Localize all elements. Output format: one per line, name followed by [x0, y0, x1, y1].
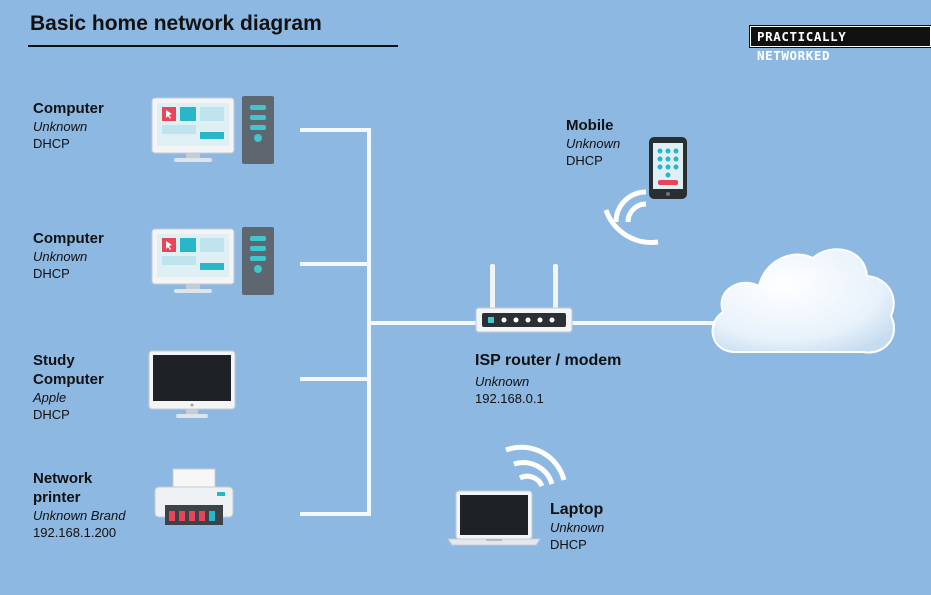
- router-ip: 192.168.0.1: [475, 391, 544, 406]
- study-computer-brand: Apple: [33, 390, 67, 405]
- wire-printer: [300, 512, 371, 516]
- printer-icon[interactable]: [153, 467, 235, 527]
- brand-logo: PRACTICALLY NETWORKED: [749, 25, 931, 63]
- desktop-icon[interactable]: [150, 96, 278, 166]
- cloud-icon: [711, 248, 896, 354]
- wire-study: [300, 377, 371, 381]
- laptop-icon[interactable]: [447, 490, 541, 546]
- computer1-brand: Unknown: [33, 119, 88, 134]
- wire-router: [367, 321, 477, 325]
- computer2-name: Computer: [33, 230, 104, 247]
- laptop-label: Laptop Unknown DHCP: [550, 500, 604, 553]
- laptop-name: Laptop: [550, 501, 604, 518]
- monitor-icon[interactable]: [148, 350, 236, 420]
- study-computer-label: Study Computer Apple DHCP: [33, 351, 104, 423]
- router-icon[interactable]: [474, 262, 574, 334]
- wire-computer2: [300, 262, 371, 266]
- computer2-brand: Unknown: [33, 249, 88, 264]
- study-computer-name-line1: Study: [33, 352, 75, 369]
- wifi-icon: [603, 189, 659, 245]
- mobile-name: Mobile: [566, 117, 614, 134]
- wire-computer1: [300, 128, 371, 132]
- router-name: ISP router / modem: [475, 352, 622, 369]
- study-computer-name-line2: Computer: [33, 371, 104, 388]
- printer-name-line2: printer: [33, 489, 81, 506]
- mobile-ip: DHCP: [566, 153, 603, 168]
- laptop-brand: Unknown: [550, 520, 605, 535]
- printer-label: Network printer Unknown Brand 192.168.1.…: [33, 469, 126, 541]
- printer-ip: 192.168.1.200: [33, 525, 117, 540]
- phone-icon[interactable]: [648, 136, 688, 200]
- mobile-brand: Unknown: [566, 136, 621, 151]
- router-brand: Unknown: [475, 374, 530, 389]
- study-computer-ip: DHCP: [33, 407, 70, 422]
- page-title: Basic home network diagram: [30, 12, 322, 35]
- wire-cloud: [572, 321, 722, 325]
- computer1-name: Computer: [33, 100, 104, 117]
- printer-name-line1: Network: [33, 470, 93, 487]
- router-label: ISP router / modem Unknown 192.168.0.1: [475, 351, 621, 407]
- desktop-icon[interactable]: [150, 227, 278, 297]
- mobile-label: Mobile Unknown DHCP: [566, 116, 620, 169]
- computer1-ip: DHCP: [33, 136, 70, 151]
- wifi-icon: [505, 444, 567, 488]
- computer2-ip: DHCP: [33, 266, 70, 281]
- computer1-label: Computer Unknown DHCP: [33, 99, 104, 152]
- laptop-ip: DHCP: [550, 537, 587, 552]
- computer2-label: Computer Unknown DHCP: [33, 229, 104, 282]
- printer-brand: Unknown Brand: [33, 508, 126, 523]
- title-underline: [28, 45, 398, 47]
